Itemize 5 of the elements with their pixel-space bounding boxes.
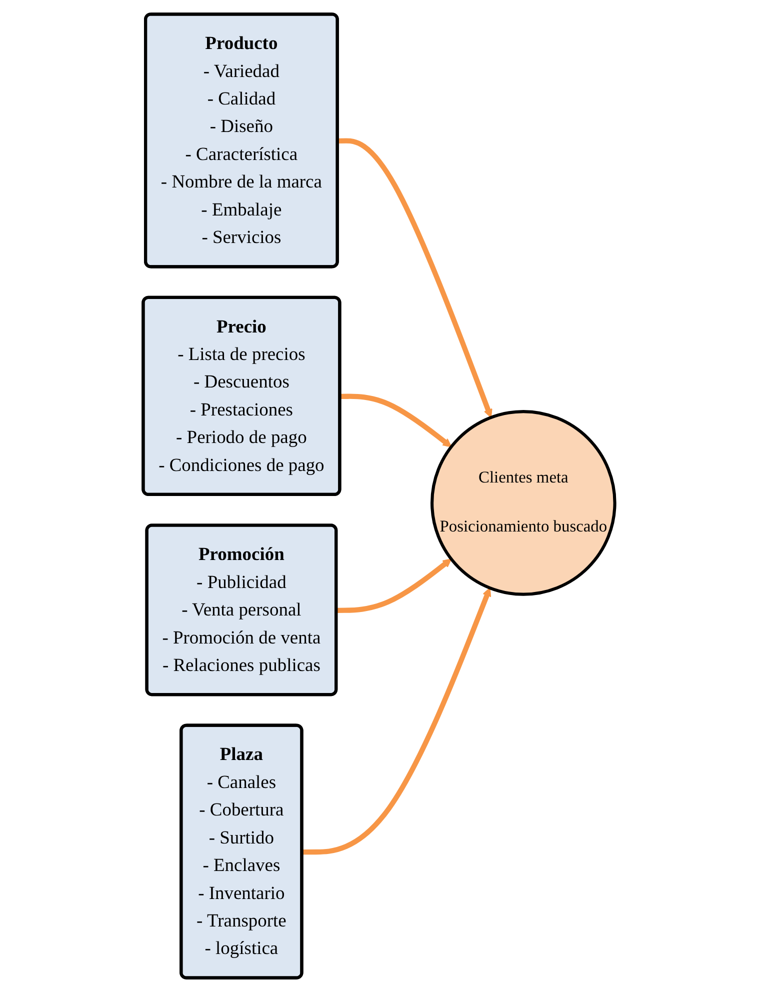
arrow xyxy=(340,394,452,448)
node-circle: Clientes meta Posicionamiento buscado xyxy=(430,410,616,596)
arrow xyxy=(336,558,452,613)
arrow xyxy=(302,588,492,855)
arrow xyxy=(338,138,492,418)
